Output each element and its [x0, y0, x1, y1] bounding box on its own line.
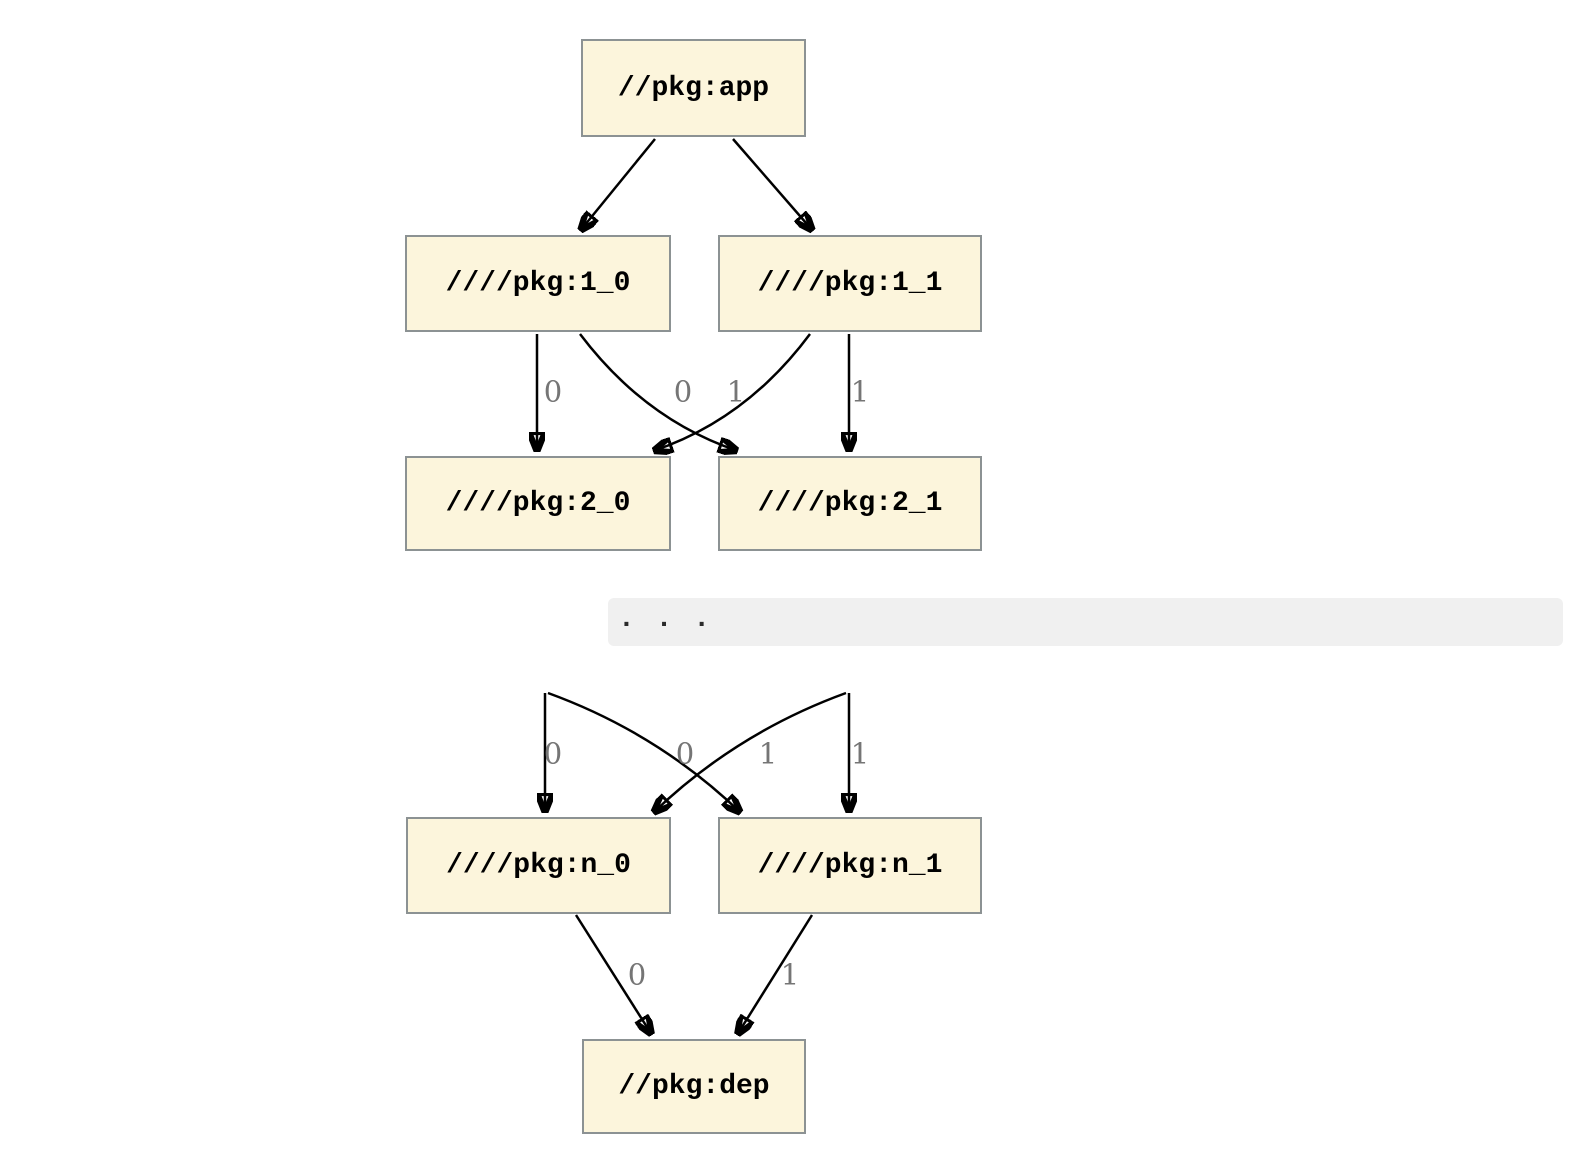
edge-label-n_1-dep: 1 [780, 957, 800, 992]
ellipsis-text: . . . [618, 603, 711, 635]
elided-levels-band: . . . [608, 598, 1563, 646]
edge-elided-to-n_1-cross [547, 691, 741, 813]
edge-label-elided-n_1-straight: 1 [850, 736, 870, 771]
edge-label-1_1-2_0: 0 [673, 374, 693, 409]
edge-label-1_0-2_0: 0 [543, 374, 563, 409]
edge-elided-to-n_0-cross [653, 691, 847, 813]
node-pkg-app: //pkg:app [581, 39, 806, 137]
edge-1_0-to-2_1 [579, 333, 738, 451]
node-pkg-1_1: ////pkg:1_1 [718, 235, 982, 332]
node-pkg-2_1: ////pkg:2_1 [718, 456, 982, 551]
edge-label-elided-n_1-cross: 1 [758, 736, 778, 771]
edge-n_0-to-dep [574, 914, 652, 1035]
node-pkg-dep: //pkg:dep [582, 1039, 806, 1134]
node-pkg-2_0: ////pkg:2_0 [405, 456, 671, 551]
node-pkg-n_0: ////pkg:n_0 [406, 817, 671, 914]
edge-label-n_0-dep: 0 [627, 957, 647, 992]
edge-app-to-1_1 [732, 138, 813, 231]
node-pkg-n_1: ////pkg:n_1 [718, 817, 982, 914]
edge-label-elided-n_0-straight: 0 [543, 736, 563, 771]
edge-app-to-1_0 [580, 138, 656, 231]
node-pkg-1_0: ////pkg:1_0 [405, 235, 671, 332]
edge-n_1-to-dep [737, 914, 814, 1035]
edge-label-1_1-2_1: 1 [850, 374, 870, 409]
edge-label-1_0-2_1: 1 [726, 374, 746, 409]
edge-label-elided-n_0-cross: 0 [675, 736, 695, 771]
edge-1_1-to-2_0 [653, 333, 812, 451]
